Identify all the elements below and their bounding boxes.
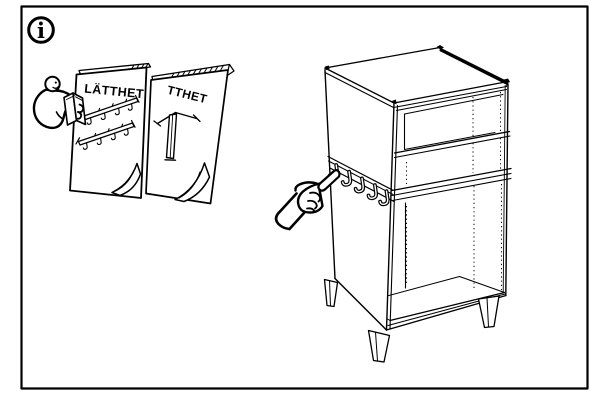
- cabinet-bottom-unit-interior: [360, 174, 511, 330]
- hand-thumb: [294, 181, 320, 192]
- leg-illustration: [153, 111, 201, 161]
- shelf: [393, 130, 511, 159]
- pointing-hand-icon: [274, 169, 341, 231]
- booklet-front: LÄTTHET: [69, 62, 152, 199]
- info-icon-circle: [27, 16, 55, 44]
- person-smile: [52, 85, 60, 89]
- shelf-pin-holes-bottom: [406, 184, 502, 290]
- person-reading-icon: [32, 75, 87, 130]
- booklet-front-curl-line: [114, 171, 134, 192]
- leg-right: [477, 295, 500, 329]
- leg-back-left: [323, 278, 339, 308]
- info-icon: i: [27, 16, 55, 44]
- hand-index-finger: [317, 169, 341, 192]
- booklet-front-title: LÄTTHET: [84, 81, 145, 102]
- info-icon-glyph: i: [37, 18, 45, 43]
- leg-front: [367, 329, 391, 363]
- hand-knuckle-2: [307, 199, 318, 210]
- hand-wrist-line-lower: [288, 211, 306, 231]
- booklet-back-page-curl: [174, 162, 211, 203]
- person-grip-fingers: [75, 111, 83, 120]
- cabinet-drawing: [323, 45, 512, 363]
- hand-wrist-line-upper: [278, 192, 298, 213]
- person-arm-fold: [55, 111, 64, 120]
- person-hair-curl: [45, 77, 49, 83]
- corner-fitting-left: [325, 65, 330, 70]
- cabinet-top-unit-interior: [393, 85, 511, 191]
- cabinet-junction: [391, 167, 512, 202]
- booklet-front-page-curl: [111, 162, 142, 197]
- hand-knuckle-3: [306, 207, 315, 212]
- panel-border: [20, 5, 589, 390]
- corner-fitting-right: [504, 78, 510, 84]
- hand-knuckle-1: [309, 191, 322, 203]
- corner-fitting-front: [390, 99, 397, 105]
- corner-fitting-back: [436, 45, 444, 50]
- shelf-pin-holes-top: [406, 92, 501, 184]
- booklet-back-curl-line: [178, 171, 201, 199]
- hand-sleeve-curl: [274, 210, 291, 231]
- hook-rail-illustration: [75, 94, 140, 150]
- booklet-back: TTHET: [145, 63, 235, 205]
- cabinet-legs: [323, 278, 500, 363]
- person-eye: [54, 81, 57, 84]
